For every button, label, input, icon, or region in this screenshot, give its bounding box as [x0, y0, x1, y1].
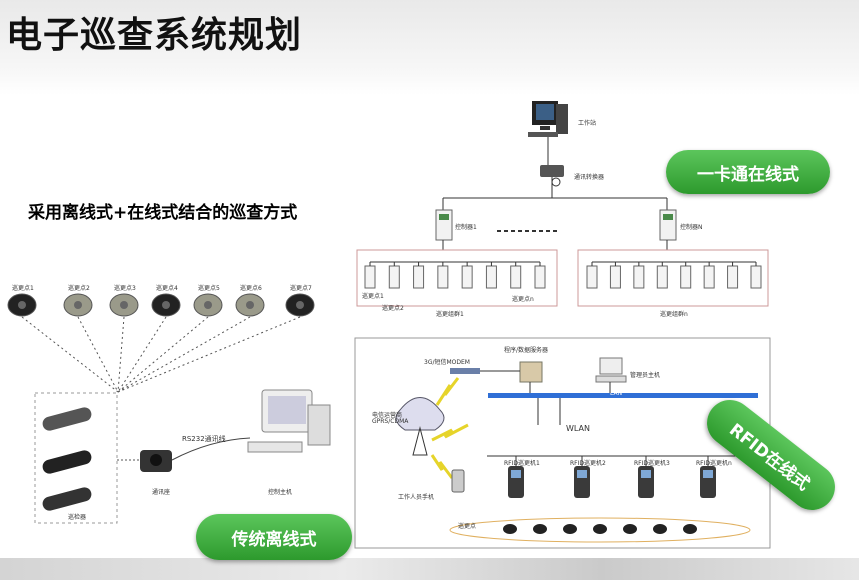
- offline-point-label: 巡更点3: [114, 285, 136, 292]
- workstation-label: 工作站: [578, 120, 597, 127]
- patrol-reader: [727, 265, 739, 289]
- switch-label: 通讯转换器: [574, 174, 605, 181]
- rs232-label: RS232通讯线: [182, 435, 226, 443]
- rfid-patrol-point: [683, 524, 697, 534]
- rfid-readers: [508, 456, 716, 498]
- patrol-reader: [413, 265, 425, 289]
- patrol-reader: [703, 265, 715, 289]
- patrol-reader: [461, 265, 473, 289]
- modem-icon: [450, 368, 480, 374]
- controllerN-label: 控制器N: [680, 224, 703, 231]
- header-background: [0, 0, 859, 95]
- lan-label: LAN: [610, 390, 623, 397]
- offline-point-label: 巡更点2: [68, 285, 90, 292]
- comm-seat-label: 通讯座: [152, 489, 171, 496]
- group1-readers: [364, 262, 546, 289]
- patrol-reader: [656, 265, 668, 289]
- patrol-reader: [388, 265, 400, 289]
- rfid-patrol-point: [593, 524, 607, 534]
- patrol-reader: [534, 265, 546, 289]
- host-label: 控制主机: [268, 489, 293, 496]
- patrol-reader: [510, 265, 522, 289]
- lan-bus: [488, 393, 758, 398]
- patrol-reader: [364, 265, 376, 289]
- online-card-badge: 一卡通在线式: [666, 150, 830, 194]
- footer-background: [0, 558, 859, 580]
- rfid-reader-label: RFID巡更机1: [504, 460, 540, 467]
- patrol-reader: [750, 265, 762, 289]
- group1-label: 巡更组群1: [436, 311, 464, 318]
- patrol-reader: [633, 265, 645, 289]
- wlan-label: WLAN: [566, 424, 591, 433]
- rfid-points-label: 巡更点: [458, 523, 477, 530]
- staff-phone-icon: [451, 469, 465, 493]
- offline-point-label: 巡更点5: [198, 285, 220, 292]
- page-subtitle: 采用离线式+在线式结合的巡查方式: [28, 203, 298, 223]
- server-icon: [519, 361, 543, 383]
- handheld-devices: [42, 407, 92, 511]
- offline-point-label: 巡更点7: [290, 285, 312, 292]
- rfid-patrol-point: [623, 524, 637, 534]
- control-host-icon: [247, 389, 331, 453]
- page-title: 电子巡查系统规划: [6, 15, 303, 56]
- rfid-patrol-point: [563, 524, 577, 534]
- server-label: 程序/数据服务器: [504, 347, 549, 354]
- admin-host-icon: [595, 357, 627, 383]
- offline-badge: 传统离线式: [196, 514, 352, 560]
- patrol-reader: [437, 265, 449, 289]
- patrol-reader: [609, 265, 621, 289]
- rfid-patrol-points: [503, 524, 697, 534]
- rfid-patrol-point: [653, 524, 667, 534]
- workstation-icon: [528, 101, 568, 137]
- cell-tower-icon: [395, 397, 445, 456]
- patrol-point-n-label: 巡更点n: [512, 296, 534, 303]
- controller-1-icon: [435, 209, 453, 241]
- groupN-label: 巡更组群n: [660, 311, 688, 318]
- gprs-label: GPRS/CDMA: [372, 418, 409, 425]
- offline-point-label: 巡更点1: [12, 285, 34, 292]
- patrol-reader: [485, 265, 497, 289]
- patrol-point-1-label: 巡更点1: [362, 293, 384, 300]
- rfid-reader-label: RFID巡更机n: [696, 460, 732, 467]
- offline-point-label: 巡更点6: [240, 285, 262, 292]
- controller-n-icon: [659, 209, 677, 241]
- devices-label: 巡检器: [68, 514, 87, 521]
- comm-seat-icon: [140, 450, 172, 472]
- patrol-reader: [680, 265, 692, 289]
- groupN-readers: [586, 262, 762, 289]
- admin-label: 管理员主机: [630, 372, 661, 379]
- rfid-patrol-point: [533, 524, 547, 534]
- rfid-reader-label: RFID巡更机3: [634, 460, 670, 467]
- patrol-point-2-label: 巡更点2: [382, 305, 404, 312]
- staff-phone-label: 工作人员手机: [398, 494, 435, 501]
- offline-patrol-points: [7, 293, 315, 393]
- patrol-reader: [586, 265, 598, 289]
- carrier-label: 电信运营商: [372, 412, 403, 419]
- offline-point-label: 巡更点4: [156, 285, 178, 292]
- controller1-label: 控制器1: [455, 224, 477, 231]
- rfid-reader-label: RFID巡更机2: [570, 460, 606, 467]
- modem-label: 3G/短信MODEM: [424, 359, 470, 366]
- rfid-patrol-point: [503, 524, 517, 534]
